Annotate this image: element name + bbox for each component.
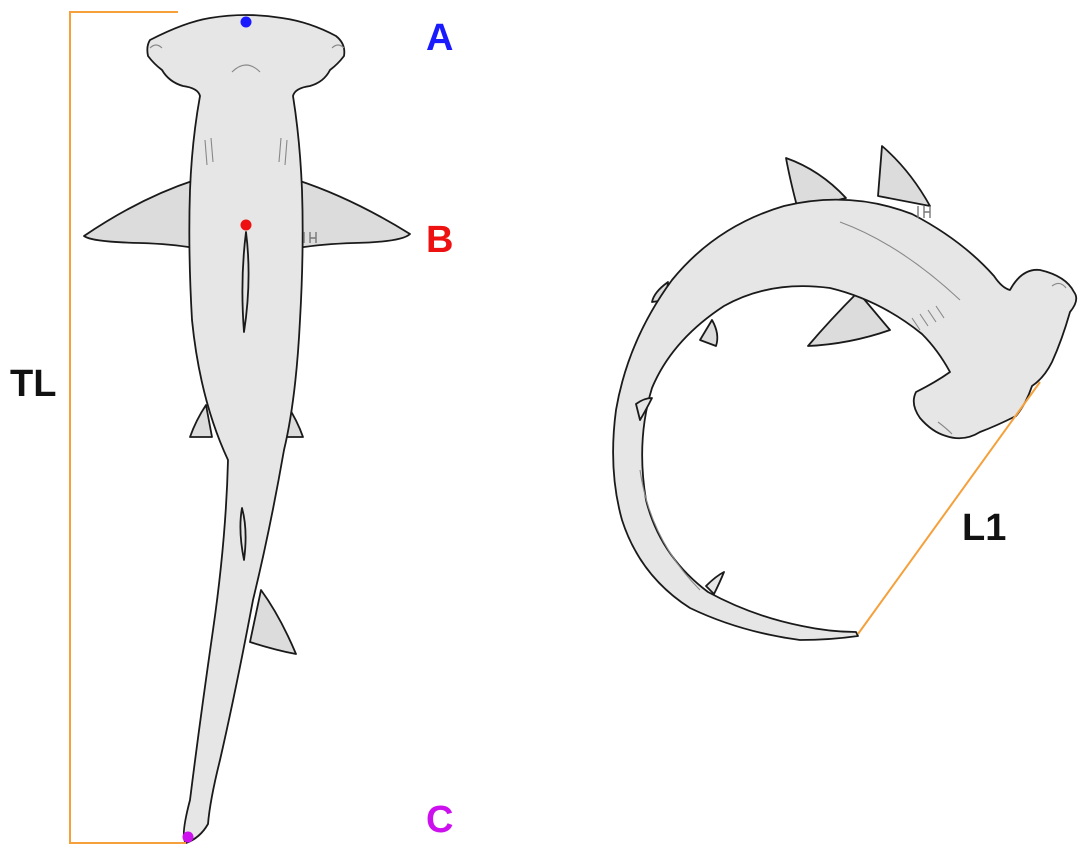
label-c: C <box>426 799 453 841</box>
caudal-lower-lobe <box>250 590 296 654</box>
label-b: B <box>426 219 453 261</box>
point-c-marker <box>183 832 194 843</box>
curled-anal-fin <box>700 320 717 346</box>
curled-shark-body <box>613 200 1076 640</box>
curled-far-pectoral-fin <box>878 146 930 206</box>
label-a: A <box>426 17 453 59</box>
tl-measure-bracket <box>70 12 186 843</box>
curled-shark-illustration <box>613 146 1076 640</box>
shark-body-dorsal <box>147 15 344 843</box>
straight-shark-illustration <box>84 15 410 843</box>
label-l1: L1 <box>962 507 1006 549</box>
curled-caudal-notch <box>706 572 724 594</box>
left-pectoral-fin <box>84 180 195 248</box>
ih-mark-right <box>918 206 930 218</box>
point-b-marker <box>241 220 252 231</box>
point-a-marker <box>241 17 252 28</box>
label-tl: TL <box>10 363 56 405</box>
